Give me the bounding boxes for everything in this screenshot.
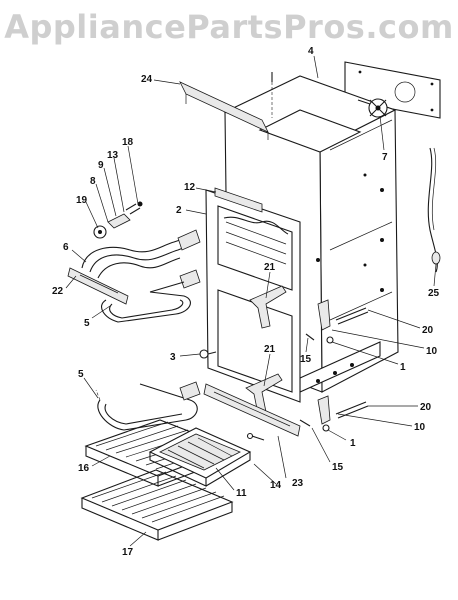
callout-15-lower: 15 <box>332 462 344 473</box>
element-bracket-22 <box>67 267 129 305</box>
screw-14 <box>246 432 265 441</box>
callout-21-lower: 21 <box>264 344 276 355</box>
callout-3: 3 <box>170 352 176 363</box>
lower-trim-23 <box>203 383 301 437</box>
callout-13: 13 <box>107 150 119 161</box>
callout-21-upper: 21 <box>264 262 276 273</box>
wire-harness-25 <box>427 147 441 273</box>
callout-1-upper: 1 <box>400 362 406 373</box>
watermark-text: AppliancePartsPros.com <box>4 8 454 46</box>
callouts: 24 4 7 18 13 9 8 19 12 2 6 22 5 21 25 20… <box>52 46 440 558</box>
callout-17: 17 <box>122 547 134 558</box>
callout-5-upper: 5 <box>84 318 90 329</box>
callout-20-lower: 20 <box>420 402 432 413</box>
callout-1-lower: 1 <box>350 438 356 449</box>
leader-lines <box>65 55 437 547</box>
lower-small-parts <box>299 299 369 432</box>
callout-10-upper: 10 <box>426 346 438 357</box>
callout-16: 16 <box>78 463 90 474</box>
bake-element-5a <box>101 269 201 323</box>
callout-8: 8 <box>90 176 96 187</box>
callout-2: 2 <box>176 205 182 216</box>
callout-6: 6 <box>63 242 69 253</box>
callout-7: 7 <box>382 152 388 163</box>
callout-15-upper: 15 <box>300 354 312 365</box>
callout-14: 14 <box>270 480 282 491</box>
terminal-block-parts <box>93 201 143 239</box>
callout-5-lower: 5 <box>78 369 84 380</box>
callout-20-upper: 20 <box>422 325 434 336</box>
callout-19: 19 <box>76 195 88 206</box>
callout-24: 24 <box>141 74 153 85</box>
broil-element-6 <box>81 229 201 279</box>
callout-12: 12 <box>184 182 196 193</box>
broil-pan-11 <box>148 427 252 487</box>
oven-rack-17 <box>80 469 234 541</box>
callout-9: 9 <box>98 160 104 171</box>
callout-22: 22 <box>52 286 64 297</box>
callout-25: 25 <box>428 288 440 299</box>
callout-4: 4 <box>308 46 314 57</box>
door-hinges <box>245 285 287 415</box>
callout-10-lower: 10 <box>414 422 426 433</box>
cooling-fan-7 <box>357 98 388 118</box>
trim-strip-24 <box>179 81 269 140</box>
bake-element-5b <box>95 381 201 431</box>
callout-11: 11 <box>236 488 247 499</box>
callout-23: 23 <box>292 478 304 489</box>
callout-18: 18 <box>122 137 134 148</box>
oven-front-frame <box>205 187 301 403</box>
